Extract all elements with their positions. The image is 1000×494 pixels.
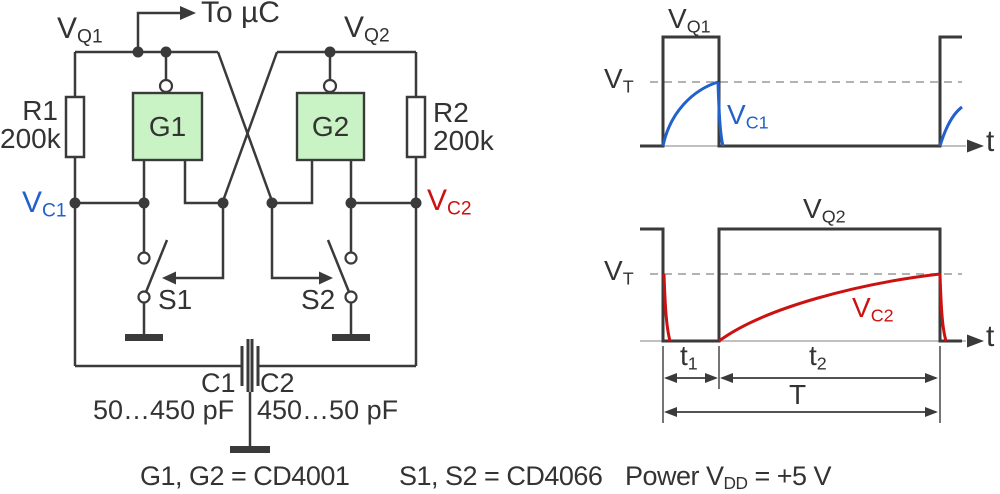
node-label-vq2: VQ2 xyxy=(344,11,390,47)
c2-name-label: C2 xyxy=(260,368,295,398)
switch-s2 xyxy=(326,203,370,341)
node-label-vc2: VC2 xyxy=(427,184,472,220)
vq1-square-wave xyxy=(640,35,962,148)
axis-arrowhead-icon xyxy=(967,334,984,348)
waveform-bottom-vc2-label: VC2 xyxy=(852,292,894,326)
capacitor-c1-c2 xyxy=(230,339,270,453)
c2-value-label: 450…50 pF xyxy=(257,395,399,425)
c1-name-label: C1 xyxy=(201,368,236,398)
gate-g1-label: G1 xyxy=(148,110,187,142)
resistor-r2 xyxy=(405,95,427,159)
r1-value-label: 200k xyxy=(0,123,61,154)
r2-name-label: R2 xyxy=(433,97,469,128)
ground-icon xyxy=(125,334,163,341)
s2-control-arrow xyxy=(270,203,333,285)
to-uc-arrow xyxy=(136,6,196,52)
vc1-charge-curve xyxy=(661,80,963,147)
waveform-plot-bottom xyxy=(640,227,984,423)
gate-g2-box xyxy=(295,91,366,162)
node-label-vq1: VQ1 xyxy=(57,12,103,48)
wire-cross-q1-to-g2 xyxy=(216,51,274,202)
s1-label: S1 xyxy=(158,284,193,315)
caption-switches: S1, S2 = CD4066 xyxy=(399,461,603,491)
gate-g2-label: G2 xyxy=(311,110,350,142)
ground-icon xyxy=(332,334,370,341)
s1-lever xyxy=(144,239,169,293)
r1-name-label: R1 xyxy=(22,95,58,126)
axis-arrowhead-icon xyxy=(967,139,984,153)
ground-icon xyxy=(230,446,270,453)
waveform-bottom-vt-label: VT xyxy=(604,255,634,289)
arrowhead-icon xyxy=(319,271,333,285)
gate-g1-box xyxy=(131,91,204,162)
wire-g2-left-input xyxy=(272,160,314,205)
waveform-top-vc1-label: VC1 xyxy=(727,99,769,133)
caption-gates: G1, G2 = CD4001 xyxy=(140,461,350,491)
wire-g1-right-input xyxy=(183,160,223,205)
junction-dots xyxy=(69,46,422,209)
time-axis-label-bottom: t xyxy=(986,320,995,353)
arrowhead-icon xyxy=(162,271,176,285)
time-axis-label-top: t xyxy=(986,125,995,158)
t1-label: t1 xyxy=(680,340,698,374)
c1-value-label: 50…450 pF xyxy=(93,395,235,425)
t2-label: t2 xyxy=(809,340,827,374)
vq2-square-wave xyxy=(640,227,962,343)
s2-lever xyxy=(326,239,351,293)
gate-g1-inverter-bubble-icon xyxy=(158,78,174,94)
to-uc-arrowhead-icon xyxy=(180,6,196,20)
waveform-bottom-vq2-label: VQ2 xyxy=(803,193,846,227)
timing-dimensions xyxy=(662,346,941,423)
circuit-wires xyxy=(73,50,418,368)
waveform-top-vt-label: VT xyxy=(604,63,634,97)
dimension-arrowheads xyxy=(664,373,938,417)
r2-value-label: 200k xyxy=(433,125,494,156)
to-uc-label: To µC xyxy=(201,0,280,29)
wire-cross-q2-to-g1 xyxy=(221,51,279,202)
period-label: T xyxy=(789,379,807,410)
gate-g2-inverter-bubble-icon xyxy=(322,78,338,94)
waveform-top-vq1-label: VQ1 xyxy=(668,3,711,37)
switch-s1 xyxy=(125,203,169,341)
resistor-r1 xyxy=(64,95,86,159)
caption-power: Power VDD = +5 V xyxy=(625,461,832,494)
s2-label: S2 xyxy=(301,284,336,315)
waveform-plot-top xyxy=(640,35,984,153)
node-label-vc1: VC1 xyxy=(22,186,67,222)
vc2-charge-curve xyxy=(662,272,948,343)
s1-control-arrow xyxy=(162,203,225,285)
